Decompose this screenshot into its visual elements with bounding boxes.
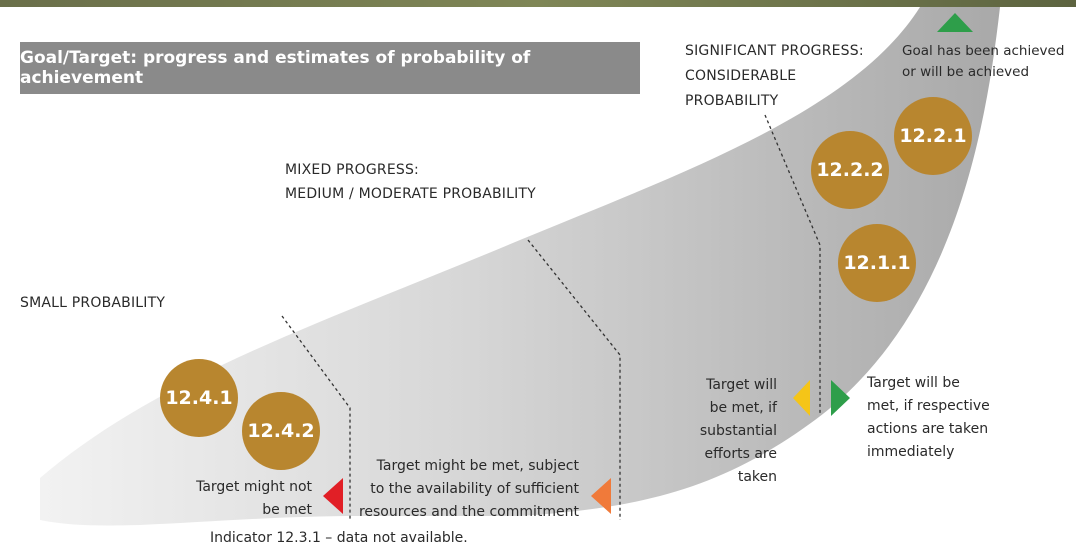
zone-small-probability: SMALL PROBABILITY bbox=[20, 295, 166, 311]
legend-green-line3: actions are taken bbox=[867, 421, 989, 437]
target-badge-12-4-1: 12.4.1 bbox=[160, 359, 238, 437]
legend-yellow-line1: Target will bbox=[706, 377, 777, 393]
footnote: Indicator 12.3.1 – data not available. bbox=[210, 530, 468, 546]
orange-left-triangle-icon bbox=[591, 478, 611, 514]
legend-red-line2: be met bbox=[262, 502, 312, 518]
yellow-left-triangle-icon bbox=[793, 380, 810, 416]
separator-3 bbox=[764, 114, 821, 415]
target-badge-12-4-2: 12.4.2 bbox=[242, 392, 320, 470]
legend-yellow-line4: efforts are bbox=[704, 446, 777, 462]
legend-green-line2: met, if respective bbox=[867, 398, 990, 414]
zone-significant-line3: PROBABILITY bbox=[685, 93, 779, 109]
legend-yellow-line2: be met, if bbox=[709, 400, 777, 416]
zone-significant-title: SIGNIFICANT PROGRESS: bbox=[685, 43, 864, 59]
legend-orange-line1: Target might be met, subject bbox=[376, 458, 579, 474]
legend-red-line1: Target might not bbox=[196, 479, 312, 495]
legend-yellow-line5: taken bbox=[737, 469, 777, 485]
zone-mixed-subtitle: MEDIUM / MODERATE PROBABILITY bbox=[285, 186, 536, 202]
red-left-triangle-icon bbox=[323, 478, 343, 514]
legend-orange-line2: to the availability of sufficient bbox=[370, 481, 579, 497]
green-right-triangle-icon bbox=[831, 380, 850, 416]
goal-note-line2: or will be achieved bbox=[902, 64, 1030, 80]
legend-orange-line3: resources and the commitment bbox=[358, 504, 579, 520]
diagram-title: Goal/Target: progress and estimates of p… bbox=[20, 42, 640, 94]
zone-mixed-title: MIXED PROGRESS: bbox=[285, 162, 419, 178]
legend-green-line4: immediately bbox=[867, 444, 955, 460]
legend-green-line1: Target will be bbox=[867, 375, 960, 391]
target-badge-12-1-1: 12.1.1 bbox=[838, 224, 916, 302]
goal-achieved-triangle-icon bbox=[937, 13, 973, 32]
zone-significant-line2: CONSIDERABLE bbox=[685, 68, 797, 84]
separator-2 bbox=[527, 239, 621, 520]
goal-note-line1: Goal has been achieved bbox=[902, 43, 1065, 59]
legend-yellow-line3: substantial bbox=[699, 423, 777, 439]
top-photo-strip bbox=[0, 0, 1076, 7]
target-badge-12-2-1: 12.2.1 bbox=[894, 97, 972, 175]
separator-1 bbox=[281, 315, 351, 520]
target-badge-12-2-2: 12.2.2 bbox=[811, 131, 889, 209]
